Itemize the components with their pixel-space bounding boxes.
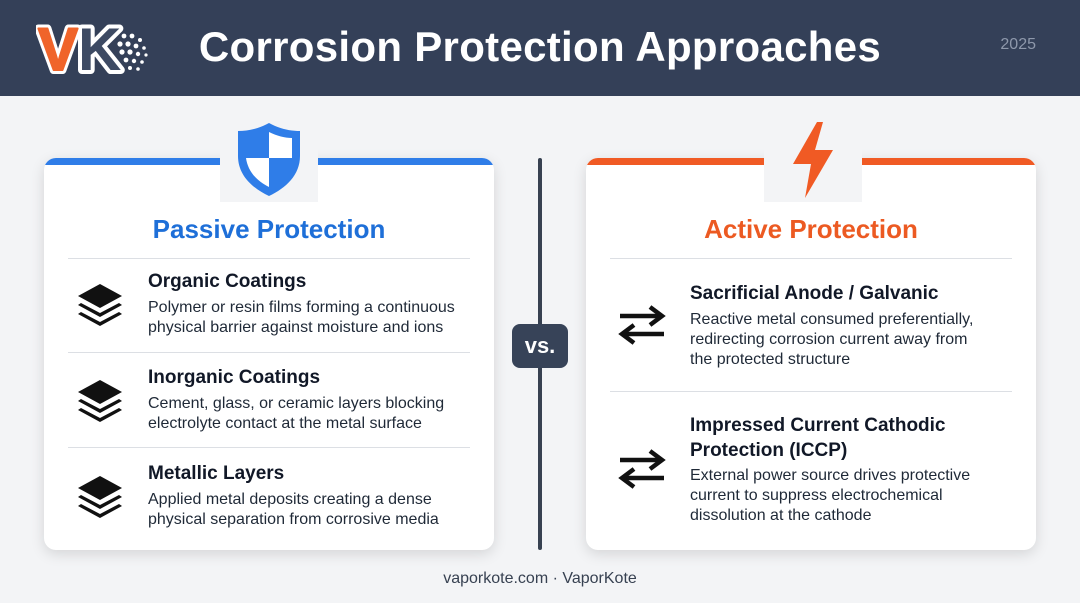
vaporkote-logo: VK V K — [36, 14, 148, 80]
shield-icon-badge — [220, 118, 318, 202]
header-bar: VK V K Corrosion Protection Approaches 2… — [0, 0, 1080, 96]
exchange-arrows-icon — [618, 449, 666, 489]
item-desc-line: Cement, glass, or ceramic layers blockin… — [148, 395, 445, 412]
divider-line — [610, 258, 1012, 259]
svg-text:K: K — [78, 16, 121, 80]
footer-credit: vaporkote.com · VaporKote — [443, 570, 637, 587]
item-desc-line: the protected structure — [690, 351, 851, 368]
item-desc-line: current to suppress electrochemical — [690, 487, 943, 504]
item-desc-line: Polymer or resin films forming a continu… — [148, 299, 455, 316]
active-title: Active Protection — [704, 214, 918, 244]
item-title: Inorganic Coatings — [148, 367, 321, 388]
layers-icon — [78, 380, 122, 422]
page-title: Corrosion Protection Approaches — [198, 23, 882, 70]
divider-line — [610, 391, 1012, 392]
exchange-arrows-icon — [618, 305, 666, 345]
svg-text:V: V — [38, 16, 78, 80]
divider-line — [68, 258, 470, 259]
active-protection-card: Active Protection Sacrificial Anode / Ga… — [586, 158, 1036, 550]
item-title: Protection (ICCP) — [690, 440, 848, 461]
item-title: Metallic Layers — [148, 463, 285, 484]
lightning-bolt-icon — [793, 122, 833, 198]
shield-icon — [238, 123, 300, 196]
vs-badge: vs. — [512, 324, 568, 368]
item-desc-line: dissolution at the cathode — [690, 507, 872, 524]
layers-icon — [78, 284, 122, 326]
item-title: Organic Coatings — [148, 271, 307, 292]
divider-line — [68, 447, 470, 448]
passive-protection-card: Passive Protection Organic Coatings Poly… — [44, 158, 494, 550]
item-desc-line: physical barrier against moisture and io… — [148, 319, 444, 336]
item-desc-line: redirecting corrosion current away from — [690, 331, 968, 348]
item-title: Sacrificial Anode / Galvanic — [690, 283, 939, 304]
item-desc-line: Reactive metal consumed preferentially, — [690, 311, 974, 328]
item-desc-line: electrolyte contact at the metal surface — [148, 415, 422, 432]
layers-icon — [78, 476, 122, 518]
divider-line — [68, 352, 470, 353]
item-title: Impressed Current Cathodic — [690, 415, 946, 436]
year-label: 2025 — [1000, 36, 1036, 53]
svg-text:VK: VK — [38, 16, 121, 80]
lightning-icon-badge — [764, 118, 862, 202]
passive-title: Passive Protection — [152, 214, 386, 244]
item-desc-line: Applied metal deposits creating a dense — [148, 491, 432, 508]
item-desc-line: External power source drives protective — [690, 467, 971, 484]
item-desc-line: physical separation from corrosive media — [148, 511, 439, 528]
